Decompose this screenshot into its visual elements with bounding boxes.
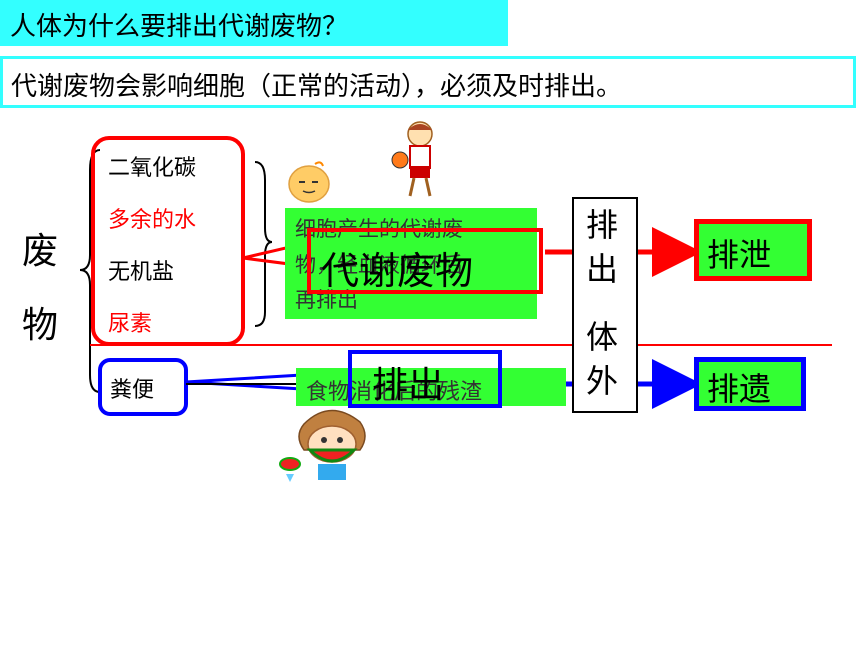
feces-frame (98, 358, 188, 416)
excrete-vertical-box: 排 出 体 外 (572, 197, 638, 413)
excretion-result-box: 排泄 (694, 219, 812, 281)
food-overlay-label: 排出 (372, 365, 445, 406)
page-title: 人体为什么要排出代谢废物？ (10, 12, 349, 42)
excrete-char-4: 外 (586, 362, 619, 400)
egestion-label: 排遗 (707, 370, 772, 408)
excrete-char-1: 排 (586, 206, 619, 244)
waste-char-2: 物 (22, 305, 59, 346)
excrete-char-3: 体 (586, 318, 619, 356)
egestion-result-box: 排遗 (694, 357, 806, 411)
item-excess-water: 多余的水 (108, 208, 197, 233)
items-brace (254, 161, 273, 327)
watermelon-kid-icon (279, 409, 366, 482)
food-residue-text: 食物消化后的残渣 (306, 380, 483, 405)
feces-label: 粪便 (110, 378, 155, 403)
subtitle-box: 代谢废物会影响细胞（正常的活动），必须及时排出。 (0, 56, 856, 108)
subtitle-text: 代谢废物会影响细胞（正常的活动），必须及时排出。 (11, 72, 623, 102)
title-bar: 人体为什么要排出代谢废物？ (0, 0, 508, 46)
waste-char-1: 废 (22, 231, 59, 272)
basketball-player-icon (391, 121, 433, 197)
item-carbon-dioxide: 二氧化碳 (108, 156, 197, 181)
excretion-label: 排泄 (707, 236, 772, 274)
metabolic-overlay-frame: 代谢废物 (307, 228, 543, 294)
metabolic-text-line2: 物，经血液循环后 (295, 253, 463, 277)
excrete-char-2: 出 (586, 250, 619, 288)
food-overlay-frame: 排出 (348, 350, 502, 408)
sleepy-face-icon (288, 161, 330, 203)
item-inorganic-salt: 无机盐 (108, 260, 175, 285)
metabolic-overlay-label: 代谢废物 (321, 249, 474, 293)
metabolic-items-frame (91, 136, 245, 346)
item-urea: 尿素 (108, 312, 153, 337)
main-brace (79, 149, 101, 393)
food-green-box: 食物消化后的残渣 (296, 368, 566, 406)
